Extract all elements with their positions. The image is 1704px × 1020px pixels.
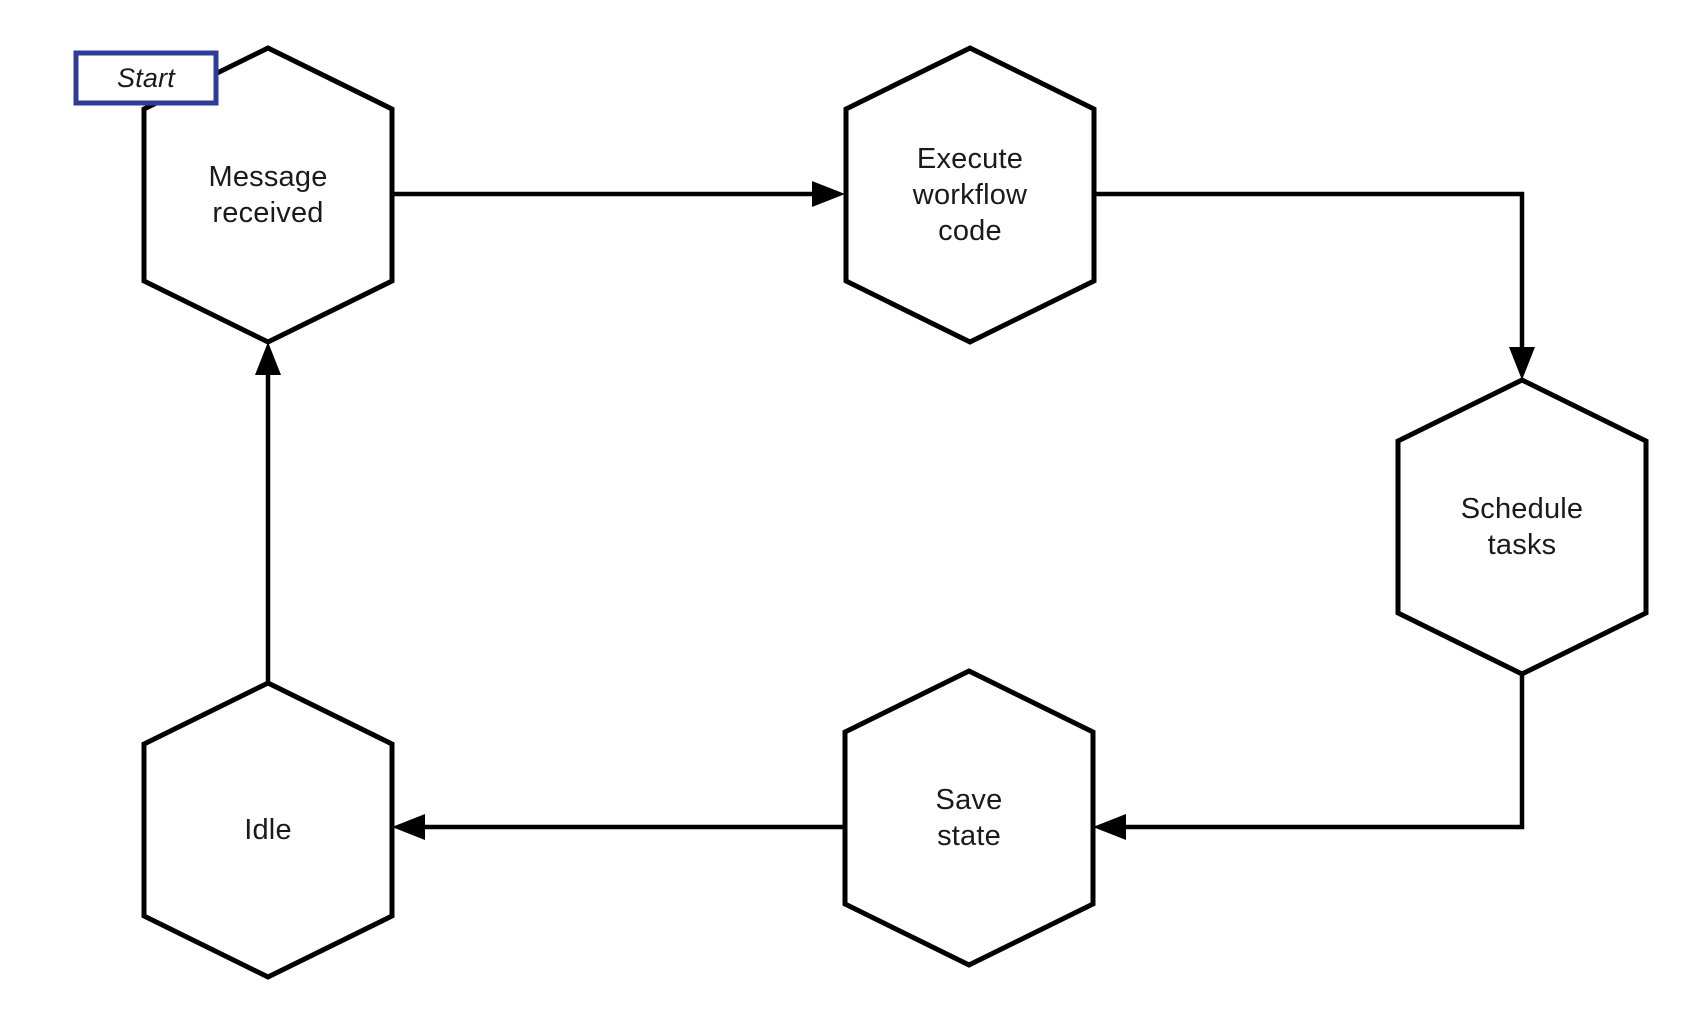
- hexagon-message-received: [141, 45, 395, 345]
- arrowhead-into-idle: [392, 814, 425, 840]
- edge-schedule-tasks-to-save-state: [1124, 674, 1525, 830]
- node-label-message-received: Message received: [208, 161, 328, 229]
- start-label: Start: [116, 63, 176, 93]
- hexagon-schedule-tasks: [1395, 377, 1649, 677]
- arrowhead-into-message-received: [255, 342, 281, 375]
- node-label-idle: Idle: [244, 814, 292, 846]
- node-label-execute-workflow-code: Execute workflow code: [912, 143, 1028, 247]
- arrowhead-into-schedule-tasks: [1509, 347, 1535, 380]
- edge-layer: [255, 181, 1535, 840]
- arrowhead-into-execute-workflow: [812, 181, 845, 207]
- node-label-save-state: Save state: [935, 784, 1003, 852]
- start-box: [73, 50, 219, 106]
- edge-execute-workflow-to-schedule-tasks: [1094, 191, 1525, 350]
- node-label-schedule-tasks: Schedule tasks: [1460, 493, 1584, 561]
- node-layer: [141, 45, 1649, 980]
- arrowhead-into-save-state: [1093, 814, 1126, 840]
- hexagon-save-state: [842, 668, 1096, 968]
- hexagon-execute-workflow-code: [843, 45, 1097, 345]
- hexagon-idle: [141, 680, 395, 980]
